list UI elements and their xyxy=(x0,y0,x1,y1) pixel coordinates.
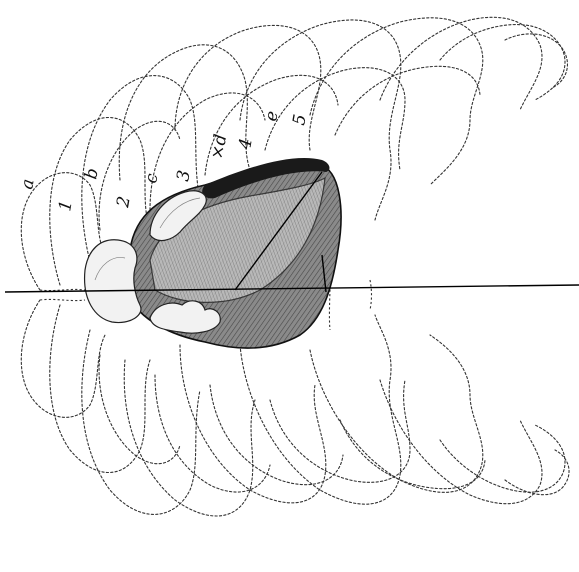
label-1: 1 xyxy=(55,199,77,213)
label-b: b xyxy=(81,167,103,181)
label-d: ×d xyxy=(207,133,231,161)
lower-rib-7 xyxy=(310,335,483,492)
lower-rib-2 xyxy=(50,305,150,473)
upper-rib-8 xyxy=(380,17,542,110)
upper-rib-4 xyxy=(119,45,250,180)
lower-rib-8 xyxy=(380,380,542,504)
label-c: c xyxy=(141,172,162,185)
upper-rib-9 xyxy=(440,25,565,100)
upper-rib-inner-4 xyxy=(265,68,405,170)
label-3: 3 xyxy=(173,169,195,183)
upper-rib-inner-5 xyxy=(335,66,480,135)
lower-rib-4 xyxy=(124,360,255,516)
label-e: e xyxy=(261,109,282,122)
label-4: 4 xyxy=(235,137,257,152)
lower-rib-9 xyxy=(440,425,565,492)
great-vessels xyxy=(85,240,141,323)
heart xyxy=(85,158,341,348)
label-2: 2 xyxy=(113,195,135,210)
label-5: 5 xyxy=(289,113,311,127)
label-a: a xyxy=(17,177,38,190)
lower-rib-inner-5 xyxy=(340,420,485,489)
lower-rib-10 xyxy=(505,450,569,495)
upper-rib-5 xyxy=(175,25,321,150)
lower-rib-1 xyxy=(21,300,105,417)
lower-rib-inner-1 xyxy=(99,355,180,464)
